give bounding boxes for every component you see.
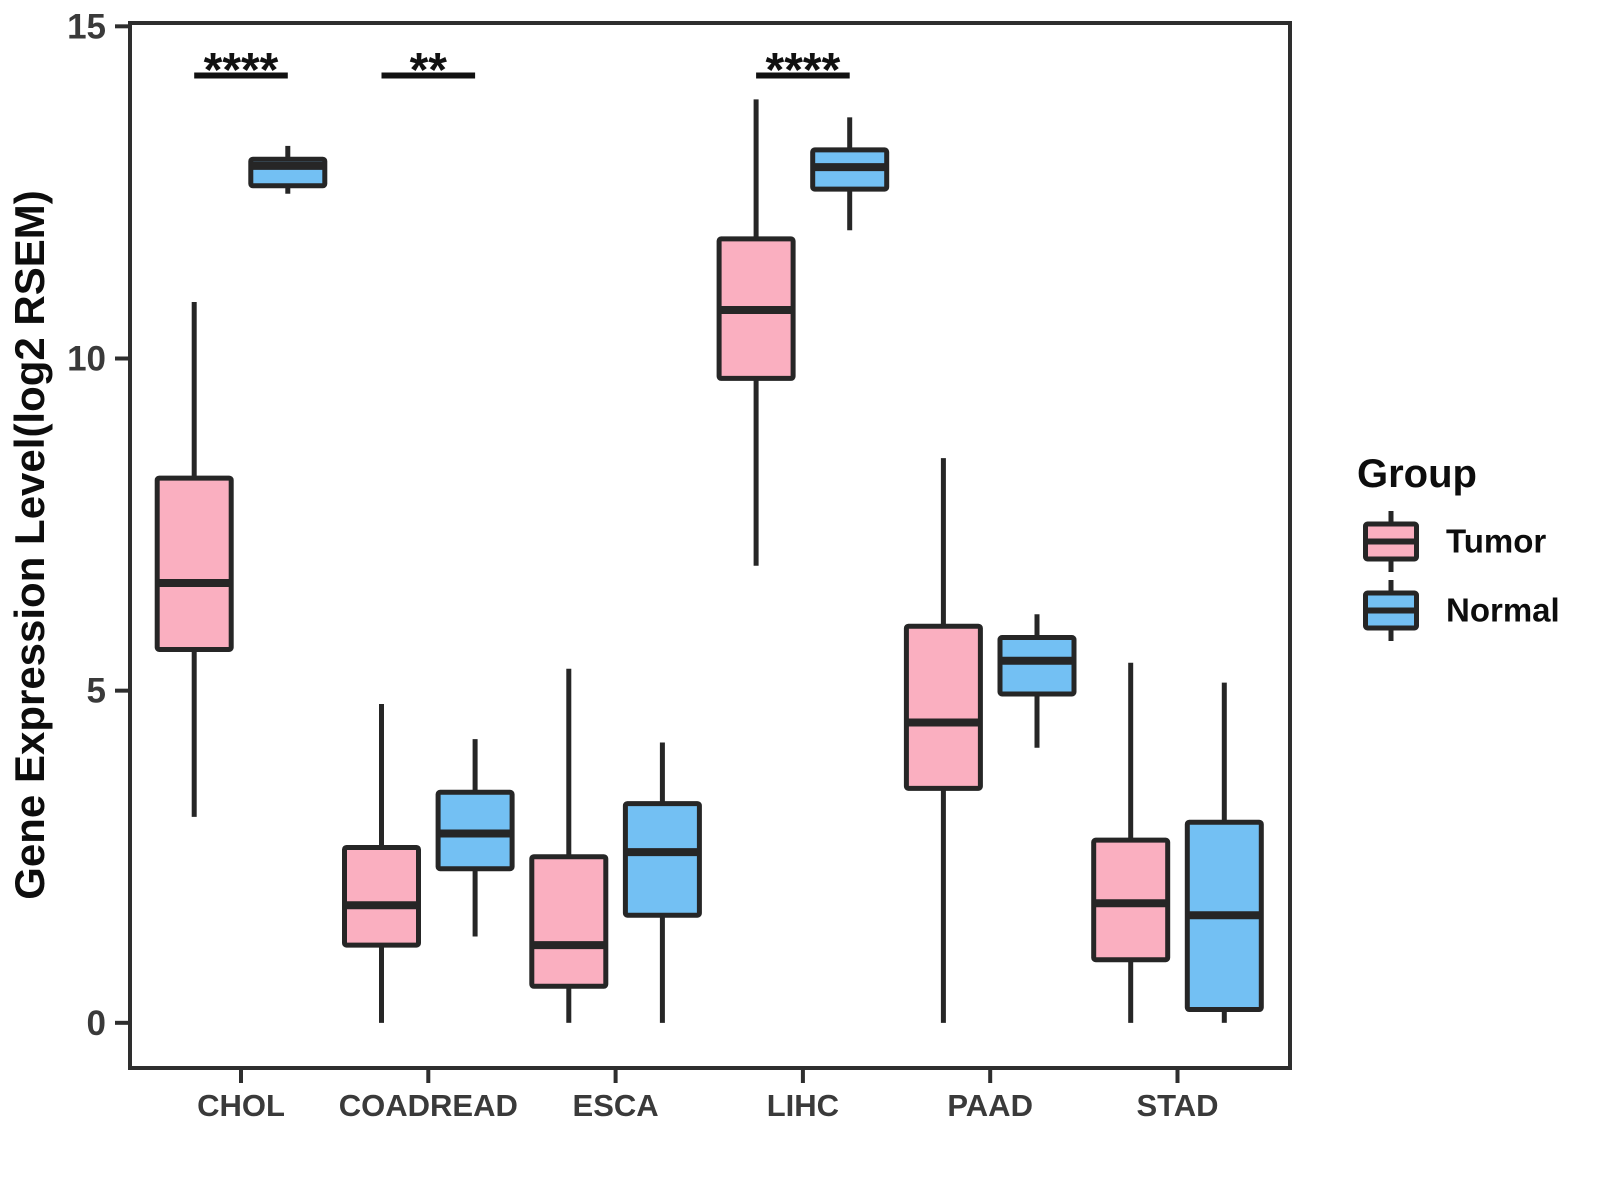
iqr-box [622,801,702,918]
iqr-box [903,623,983,791]
x-axis-label-chol: CHOL [197,1088,285,1123]
significance-stars-coadread: ** [410,44,448,97]
x-axis-label-esca: ESCA [573,1088,659,1123]
iqr-box [997,635,1077,697]
legend-title: Group [1357,452,1477,496]
y-axis-tick-label: 0 [87,1004,106,1043]
iqr-box [154,475,234,652]
x-axis-label-paad: PAAD [947,1088,1033,1123]
legend-entry-tumor: Tumor [1363,511,1546,572]
significance-stars-chol: **** [204,44,279,97]
box-chol-tumor [154,302,234,817]
box-paad-tumor [903,458,983,1023]
y-axis-title: Gene Expression Level(log2 RSEM) [6,190,53,900]
legend-label-normal: Normal [1446,592,1560,629]
box-chol-normal [248,145,328,194]
box-lihc-normal [810,117,890,231]
y-axis-tick-label: 10 [67,339,106,378]
panel-border [128,21,1292,1070]
x-axis-label-coadread: COADREAD [339,1088,518,1123]
box-paad-normal [997,614,1077,748]
iqr-box [342,844,421,948]
legend-label-tumor: Tumor [1446,523,1546,560]
box-esca-normal [622,742,702,1023]
box-stad-tumor [1091,662,1171,1023]
x-axis-label-lihc: LIHC [767,1088,839,1123]
box-esca-tumor [529,668,609,1023]
y-axis-tick-label: 15 [67,7,106,46]
x-axis-label-stad: STAD [1136,1088,1218,1123]
box-coadread-tumor [342,703,421,1023]
box-coadread-normal [435,739,515,937]
iqr-box [529,854,609,989]
y-axis-tick-label: 5 [87,672,106,711]
box-stad-normal [1184,682,1264,1023]
box-lihc-tumor [716,99,796,566]
significance-stars-lihc: **** [766,44,841,97]
legend-entry-normal: Normal [1363,580,1560,641]
